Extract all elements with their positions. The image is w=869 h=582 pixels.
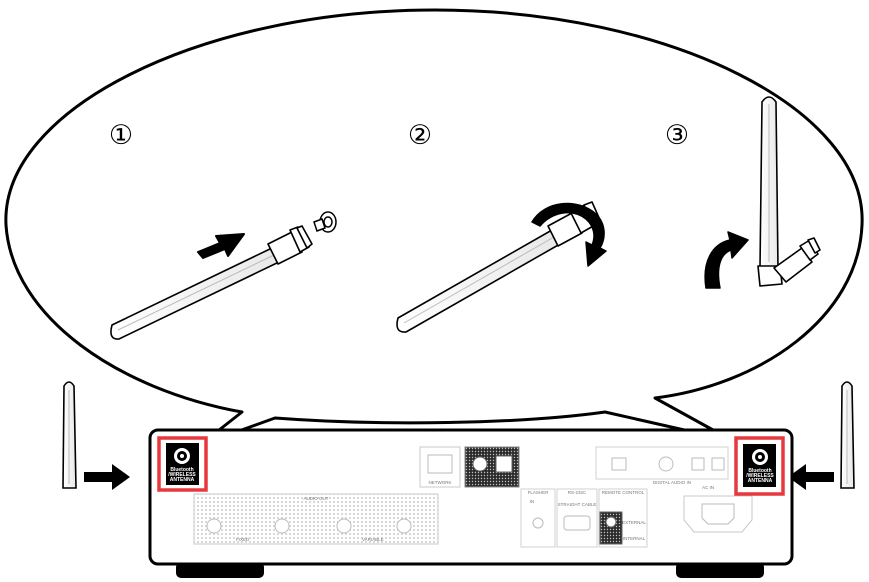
- device-rear-panel: AUDIO OUT FIXED VARIABLE NETWORK: [148, 428, 794, 578]
- svg-text:REMOTE CONTROL: REMOTE CONTROL: [602, 490, 645, 495]
- svg-text:NETWORK: NETWORK: [429, 480, 452, 485]
- control-section: FLASHER IN RS-232C STRAIGHT CABLE REMOTE…: [520, 488, 648, 548]
- step-3-raise-arrow-icon: [704, 231, 749, 289]
- svg-text:ANTENNA: ANTENNA: [170, 477, 195, 483]
- svg-text:/WIRELESS: /WIRELESS: [746, 473, 774, 479]
- left-side-antenna: [62, 381, 77, 489]
- left-insert-arrow-icon: [84, 464, 130, 490]
- ac-in-socket: AC IN: [683, 485, 753, 533]
- step-1-antenna: [110, 225, 313, 340]
- step-3-antenna: [757, 96, 821, 287]
- svg-text:INTERNAL: INTERNAL: [623, 536, 646, 541]
- svg-text:AUDIO OUT: AUDIO OUT: [303, 496, 328, 501]
- svg-text:AC IN: AC IN: [702, 485, 714, 490]
- step-3-number: ③: [665, 120, 689, 151]
- svg-text:DIGITAL AUDIO IN: DIGITAL AUDIO IN: [653, 480, 691, 485]
- svg-text:RS-232C: RS-232C: [568, 490, 587, 495]
- digital-connector-block: [464, 446, 520, 488]
- svg-text:③: ③: [665, 120, 689, 151]
- right-side-antenna: [840, 381, 855, 489]
- svg-text:VARIABLE: VARIABLE: [362, 537, 384, 542]
- digital-audio-in-section: DIGITAL AUDIO IN: [595, 446, 729, 485]
- svg-text:Bluetooth: Bluetooth: [748, 468, 771, 474]
- svg-text:FIXED: FIXED: [236, 537, 250, 542]
- audio-out-section: AUDIO OUT FIXED VARIABLE: [193, 493, 439, 545]
- svg-text:FLASHER: FLASHER: [528, 490, 550, 495]
- svg-text:IN: IN: [530, 499, 535, 504]
- step-1-number: ①: [109, 120, 133, 151]
- right-insert-arrow-icon: [788, 464, 834, 490]
- callout-bubble: [4, 8, 864, 447]
- svg-text:②: ②: [408, 120, 432, 151]
- svg-text:Bluetooth: Bluetooth: [170, 467, 193, 473]
- network-port: NETWORK: [419, 446, 461, 488]
- step-2-twist-arrow-icon: [531, 202, 607, 267]
- step-1-connector: [313, 211, 337, 233]
- svg-text:/WIRELESS: /WIRELESS: [168, 472, 196, 478]
- step-2-number: ②: [408, 120, 432, 151]
- svg-text:EXTERNAL: EXTERNAL: [622, 520, 646, 525]
- svg-text:ANTENNA: ANTENNA: [748, 478, 773, 484]
- left-antenna-port: Bluetooth /WIRELESS ANTENNA: [157, 436, 208, 492]
- step-2-antenna: [396, 201, 601, 333]
- step-1-push-arrow-icon: [197, 233, 245, 259]
- svg-text:①: ①: [109, 120, 133, 151]
- right-antenna-port: Bluetooth /WIRELESS ANTENNA: [734, 436, 785, 496]
- svg-text:STRAIGHT CABLE: STRAIGHT CABLE: [558, 502, 597, 507]
